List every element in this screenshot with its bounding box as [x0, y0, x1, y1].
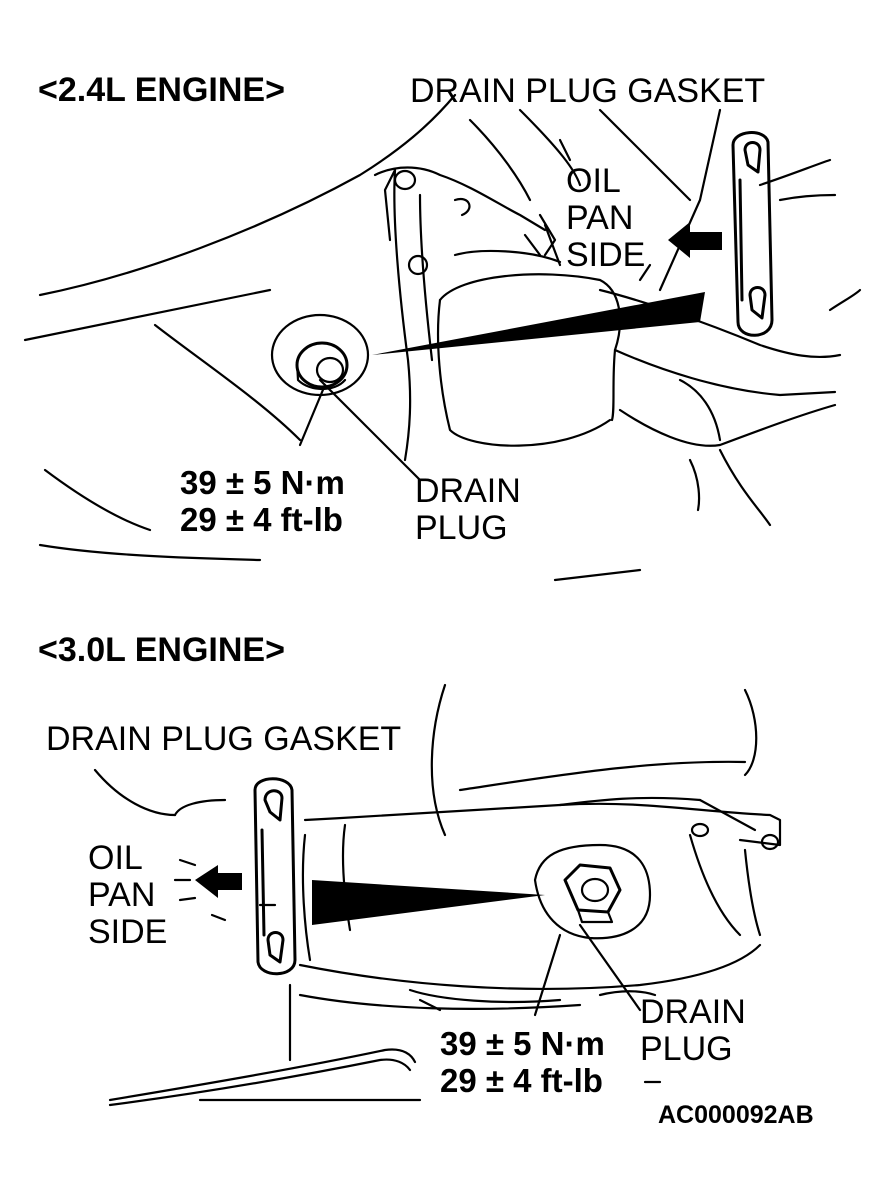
oil-pan-lower-edge [23, 288, 272, 342]
plug-leader [578, 923, 642, 1012]
side-label-line: PAN [88, 876, 156, 914]
torque-metric: 39 ± 5 N·m [440, 1025, 605, 1062]
engine-30-gasket-label: DRAIN PLUG GASKET [46, 720, 402, 758]
engine-30-title: <3.0L ENGINE> [38, 631, 285, 669]
oil-pan-outline [38, 93, 457, 297]
side-label-line: SIDE [566, 236, 646, 274]
engine-24-torque-spec: 39 ± 5 N·m 29 ± 4 ft-lb [180, 464, 345, 538]
engine-24-title: <2.4L ENGINE> [38, 71, 285, 109]
housing-outline [430, 683, 447, 837]
oil-pan-side-arrow [195, 865, 242, 898]
flange-bolt [760, 833, 780, 851]
flange-bolt [690, 822, 710, 838]
sump-bowl [438, 273, 622, 422]
engine-24-drain-plug-label: DRAIN PLUG [415, 473, 521, 547]
side-label-line: SIDE [88, 913, 168, 951]
drain-plug-gasket [731, 131, 774, 337]
oil-pan-side-arrow [668, 222, 722, 258]
figure-code: AC000092AB [658, 1101, 814, 1129]
torque-imperial: 29 ± 4 ft-lb [180, 501, 343, 538]
engine-24-illustration [23, 93, 862, 582]
plug-label-line: PLUG [415, 509, 508, 547]
drain-plug-boss [270, 313, 370, 397]
drain-plug-boss [533, 843, 652, 940]
side-label-line: PAN [566, 199, 634, 237]
exploded-view-wedge [312, 880, 545, 925]
engine-30-illustration [93, 683, 782, 1107]
torque-imperial: 29 ± 4 ft-lb [440, 1062, 603, 1099]
engine-24-gasket-label: DRAIN PLUG GASKET [410, 72, 766, 110]
plug-label-line: PLUG [640, 1030, 733, 1068]
bolt-boss [407, 254, 429, 276]
drain-plug-hex [563, 863, 622, 914]
plug-label-line: DRAIN [415, 472, 521, 510]
torque-leader [533, 933, 562, 1017]
engine-30-torque-spec: 39 ± 5 N·m 29 ± 4 ft-lb [440, 1025, 605, 1099]
gasket-leader [658, 108, 722, 292]
engine-24-oil-pan-side-label: OIL PAN SIDE [566, 163, 645, 274]
side-label-line: OIL [566, 162, 621, 200]
pan-flange [373, 166, 547, 232]
drain-plug-gasket [253, 777, 297, 976]
plug-label-line: DRAIN [640, 993, 746, 1031]
engine-30-drain-plug-label: DRAIN PLUG [640, 994, 746, 1068]
side-label-line: OIL [88, 839, 143, 877]
gasket-leader [93, 768, 177, 817]
pan-upper-edge [303, 802, 782, 847]
plug-leader [318, 378, 422, 482]
exploded-view-wedge [372, 292, 705, 355]
pan-lower-edge [298, 943, 762, 991]
bolt-boss [393, 169, 417, 191]
torque-metric: 39 ± 5 N·m [180, 464, 345, 501]
wrench-tool [108, 1048, 417, 1102]
engine-30-oil-pan-side-label: OIL PAN SIDE [88, 840, 167, 951]
